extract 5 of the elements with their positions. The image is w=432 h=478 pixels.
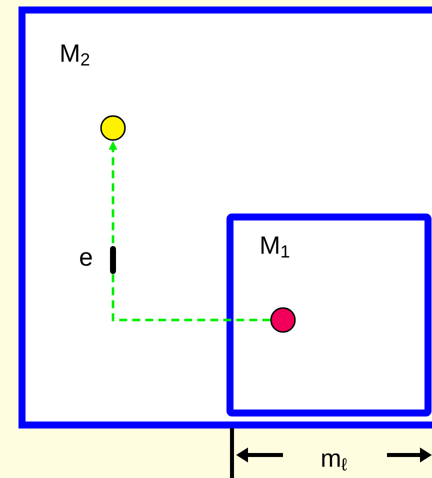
symbol-label: e (80, 252, 92, 266)
point-circle (100, 115, 126, 141)
container-box: M$_{1}$ (226, 214, 432, 416)
point-circle (270, 307, 296, 333)
dimension-label: m$_{ℓ}$ (322, 453, 347, 471)
